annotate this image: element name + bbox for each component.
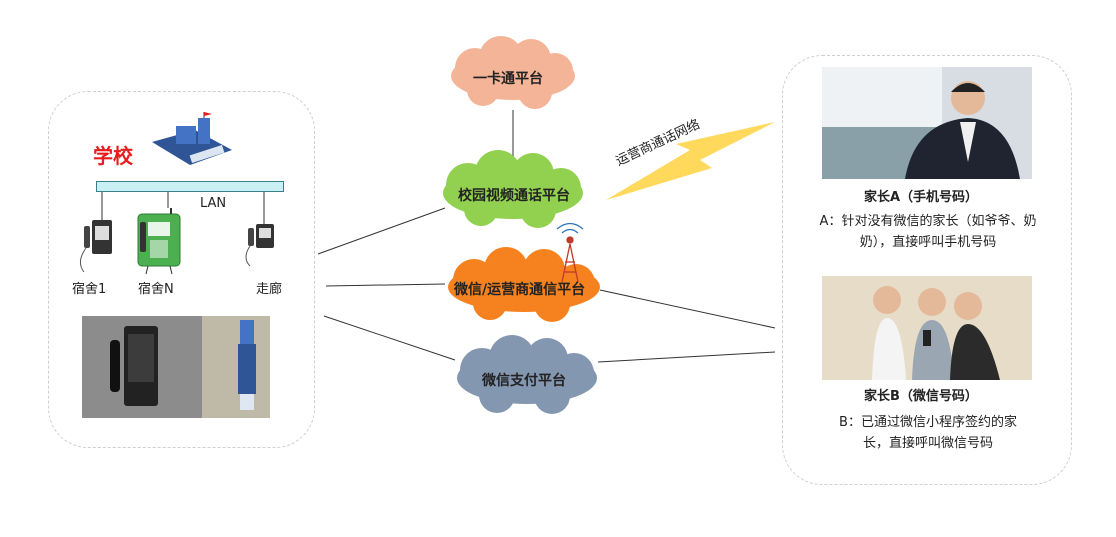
phone-corridor-icon (245, 224, 274, 267)
school-photo (82, 316, 270, 418)
link-school-pay (323, 315, 456, 361)
link-carrier-parentb (599, 289, 776, 329)
platform-carrier-label: 微信/运营商通信平台 (454, 282, 586, 298)
pay-cloud (457, 335, 597, 414)
platform-card-label: 一卡通平台 (473, 71, 543, 87)
parent-a-title: 家长A（手机号码） (864, 190, 979, 205)
parent-b-desc-line1: B：已通过微信小程序签约的家 (839, 415, 1017, 430)
parent-a-desc-line2: 奶），直接呼叫手机号码 (859, 235, 997, 250)
building-icon (152, 112, 232, 165)
parent-b-title: 家长B（微信号码） (864, 389, 978, 404)
phone-label-dormN: 宿舍N (138, 282, 174, 297)
parent-a-desc-line1: A：针对没有微信的家长（如爷爷、奶 (819, 214, 1037, 229)
link-school-video (317, 207, 446, 255)
parent-b-photo (822, 276, 1032, 380)
card-cloud (451, 36, 575, 109)
platform-video-label: 校园视频通话平台 (458, 188, 570, 204)
link-school-carrier (325, 283, 446, 287)
carrier-cloud (448, 247, 600, 322)
phone-dorm1-icon (80, 220, 112, 273)
school-title: 学校 (93, 144, 133, 168)
lan-label: LAN (200, 196, 227, 211)
parent-a-description: A：针对没有微信的家长（如爷爷、奶 奶），直接呼叫手机号码 (796, 211, 1060, 253)
platform-pay-label: 微信支付平台 (482, 373, 566, 389)
signal-tower-icon (556, 222, 584, 283)
parent-b-description: B：已通过微信小程序签约的家 长，直接呼叫微信号码 (806, 412, 1050, 454)
video-cloud (443, 150, 583, 228)
parent-a-photo (822, 67, 1032, 179)
parent-b-desc-line2: 长，直接呼叫微信号码 (862, 436, 993, 451)
phone-label-dorm1: 宿舍1 (72, 282, 107, 297)
lan-bus (96, 181, 284, 192)
lightning-icon (606, 122, 775, 200)
phone-dormN-icon (137, 208, 181, 275)
phone-label-corridor: 走廊 (256, 282, 283, 297)
link-pay-parentb (597, 351, 776, 363)
